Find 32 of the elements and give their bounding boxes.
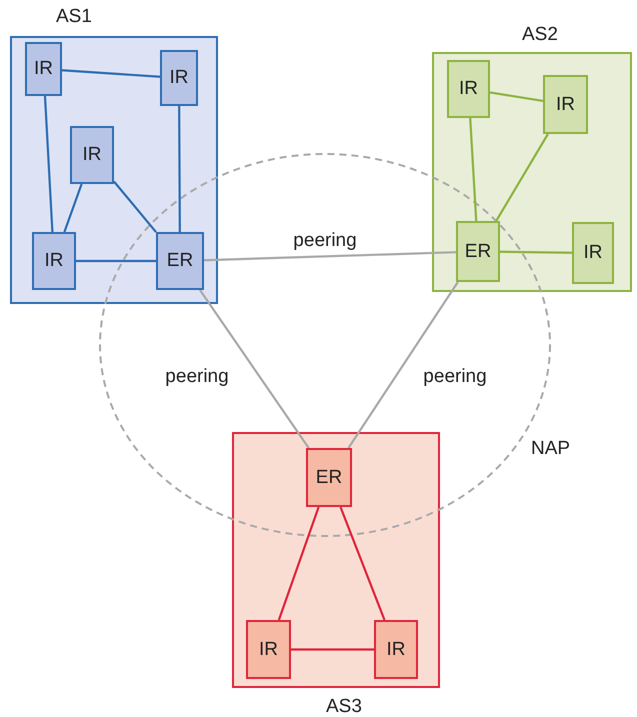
link-line [199,289,310,449]
link-line [278,506,320,620]
router-box: ER [456,221,500,282]
system-label: AS2 [522,24,558,46]
router-box: IR [374,620,418,679]
router-box: IR [70,126,114,184]
link-line [44,96,54,232]
system-label: AS1 [56,6,92,28]
access-point-label: NAP [531,438,570,460]
link-line [500,250,572,254]
link-line [495,133,549,222]
router-box: IR [543,75,588,134]
router-box: IR [25,42,62,96]
link-line [76,260,156,262]
link-line [291,648,374,651]
link-line [469,118,478,222]
router-box: IR [246,620,291,679]
link-line [348,281,459,449]
router-box: IR [572,222,614,284]
link-line [113,180,157,233]
link-line [490,91,544,102]
link-line [63,184,83,232]
router-box: ER [156,232,204,290]
link-line [62,69,160,78]
router-box: IR [160,50,198,106]
link-line [339,506,386,620]
router-box: ER [306,448,352,507]
router-box: IR [32,232,76,290]
system-label: AS3 [326,696,362,717]
link-line [204,251,456,262]
link-line [178,106,181,232]
router-box: IR [447,60,490,118]
